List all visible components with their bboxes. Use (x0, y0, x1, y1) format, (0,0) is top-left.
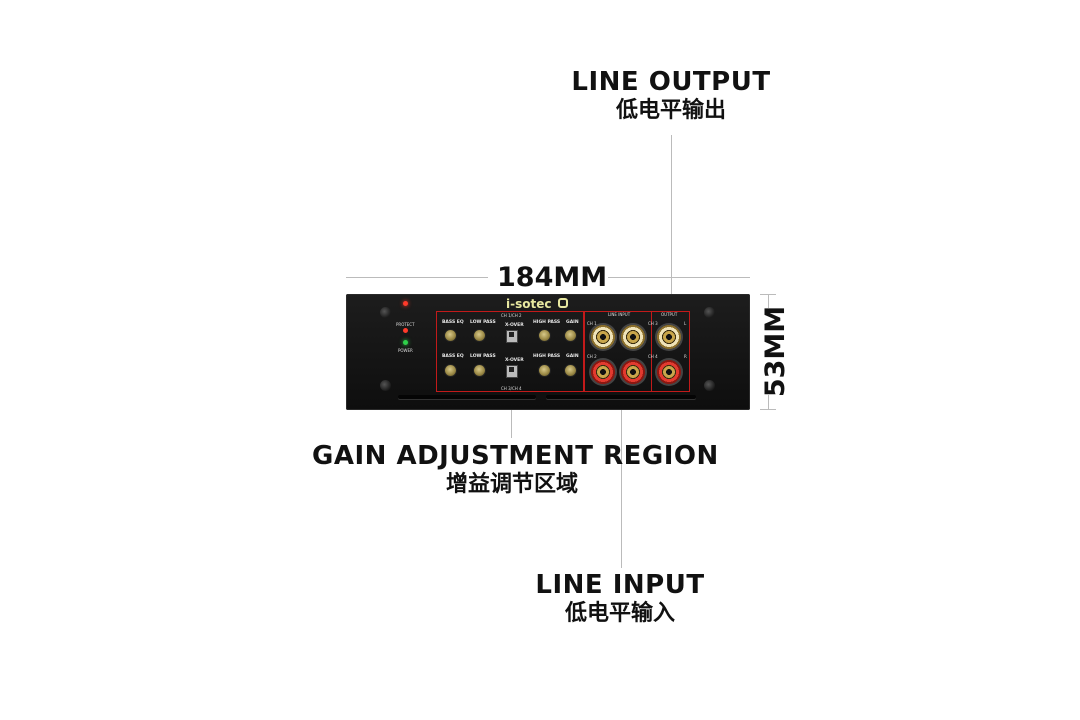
gain-knob[interactable] (565, 330, 576, 341)
gain-label: GAIN (566, 320, 579, 325)
x-over-switch[interactable] (506, 365, 518, 378)
line-output-left-jack[interactable] (655, 323, 683, 351)
line-output-leader (671, 135, 672, 315)
channel-group-bottom-label: CH 3/CH 4 (501, 386, 522, 391)
output-section-label: OUTPUT (661, 312, 678, 317)
line-input-section-label: LINE INPUT (608, 312, 631, 317)
bass-eq-label: BASS EQ (442, 354, 464, 359)
power-led-icon (403, 340, 408, 345)
screw-icon (704, 380, 715, 391)
x-over-label: X-OVER (505, 323, 524, 328)
ch4-jack-label: CH 4 (648, 354, 658, 359)
low-pass-label: LOW PASS (470, 320, 496, 325)
screw-icon (380, 307, 391, 318)
high-pass-knob[interactable] (539, 330, 550, 341)
width-dimension-line-left (346, 277, 488, 278)
bass-eq-knob[interactable] (445, 330, 456, 341)
x-over-switch[interactable] (506, 330, 518, 343)
gain-region-subtitle: 增益调节区域 (445, 472, 578, 497)
line-input-ch3-jack[interactable] (619, 323, 647, 351)
gain-region-leader (511, 400, 512, 438)
high-pass-label: HIGH PASS (533, 354, 561, 359)
output-right-label: R (684, 354, 687, 359)
amplifier-panel: i-sotec PROTECT POWER CH 1/CH 2 CH 3/CH … (346, 294, 750, 410)
protect-label: PROTECT (396, 322, 415, 327)
line-output-title: LINE OUTPUT (571, 67, 771, 97)
line-input-ch1-jack[interactable] (589, 323, 617, 351)
power-label: POWER (398, 348, 413, 353)
screw-icon (380, 380, 391, 391)
protect-led-icon (403, 328, 408, 333)
high-pass-knob[interactable] (539, 365, 550, 376)
line-input-ch4-jack[interactable] (619, 358, 647, 386)
line-input-ch2-jack[interactable] (589, 358, 617, 386)
screw-icon (704, 307, 715, 318)
vent-slot (546, 395, 696, 399)
line-input-leader (621, 388, 622, 568)
line-input-subtitle: 低电平输入 (564, 601, 675, 626)
width-dimension-label: 184MM (497, 262, 608, 293)
output-left-label: L (684, 321, 687, 326)
gain-region-callout: GAIN ADJUSTMENT REGION 增益调节区域 (312, 441, 719, 499)
high-pass-label: HIGH PASS (533, 320, 561, 325)
line-output-callout: LINE OUTPUT 低电平输出 (571, 67, 771, 125)
line-output-region-outline (651, 311, 690, 392)
line-input-callout: LINE INPUT 低电平输入 (520, 570, 720, 628)
logo-emblem-icon (558, 298, 568, 308)
brand-logo: i-sotec (506, 297, 552, 311)
bass-eq-knob[interactable] (445, 365, 456, 376)
height-dimension-label: 53MM (760, 305, 792, 398)
ch3-jack-label: CH 3 (648, 321, 658, 326)
height-dimension-tick-bottom (760, 409, 776, 410)
ch1-jack-label: CH 1 (587, 321, 597, 326)
vent-slot (398, 395, 536, 399)
channel-group-top-label: CH 1/CH 2 (501, 313, 522, 318)
height-dimension-tick-top (760, 294, 776, 295)
line-output-subtitle: 低电平输出 (615, 98, 726, 123)
ch2-jack-label: CH 2 (587, 354, 597, 359)
width-dimension-line-right (608, 277, 750, 278)
low-pass-knob[interactable] (474, 330, 485, 341)
gain-adjustment-region-outline (436, 311, 584, 392)
x-over-label: X-OVER (505, 358, 524, 363)
gain-label: GAIN (566, 354, 579, 359)
height-dimension-line-top (768, 294, 769, 308)
line-output-right-jack[interactable] (655, 358, 683, 386)
line-input-title: LINE INPUT (535, 570, 705, 600)
gain-region-title: GAIN ADJUSTMENT REGION (312, 441, 719, 471)
height-dimension-line-bottom (768, 395, 769, 410)
protect-led-icon (403, 301, 408, 306)
low-pass-label: LOW PASS (470, 354, 496, 359)
low-pass-knob[interactable] (474, 365, 485, 376)
bass-eq-label: BASS EQ (442, 320, 464, 325)
gain-knob[interactable] (565, 365, 576, 376)
